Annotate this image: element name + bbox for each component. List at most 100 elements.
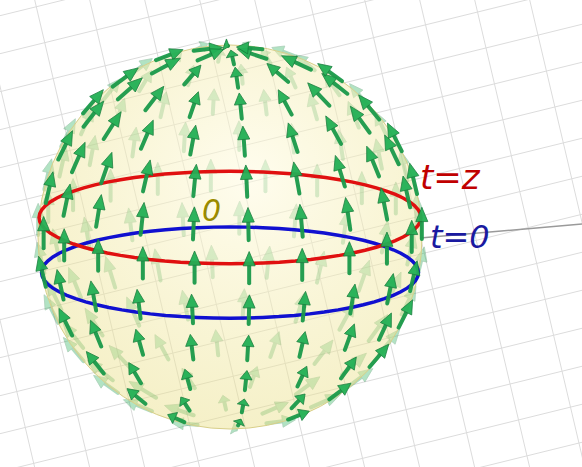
label-holder: 0 (202, 196, 221, 226)
arrow-head (59, 308, 70, 323)
vector-arrow (236, 42, 262, 54)
vector-arrow (231, 67, 243, 88)
vector-arrow (295, 204, 307, 236)
arrow-head (242, 207, 254, 222)
arrow-head (209, 49, 223, 60)
sphere (38, 45, 422, 429)
vector-arrow (86, 352, 103, 374)
arrow-head (408, 261, 420, 276)
vector-arrow (84, 101, 104, 127)
vector-arrow (188, 207, 200, 240)
grid-line (0, 0, 40, 467)
vector-arrow (189, 164, 201, 196)
vector-arrow (38, 216, 50, 248)
arrow-head (287, 123, 298, 138)
vector-arrow (137, 202, 149, 234)
arrow-head (189, 92, 200, 105)
arrow-head (406, 220, 418, 234)
vector-arrow (329, 383, 351, 399)
vector-arrow (344, 324, 355, 350)
arrow-head (326, 116, 338, 131)
vector-arrow (58, 229, 70, 261)
vector-arrow (400, 176, 412, 207)
vector-arrow (180, 397, 190, 411)
arrow-head (238, 126, 250, 140)
level-label: t=z (420, 160, 480, 194)
vector-arrow (287, 123, 298, 152)
vector-arrow (381, 232, 393, 264)
arrow-head (133, 289, 145, 303)
arrow-head (180, 397, 190, 406)
arrow-head (416, 207, 428, 221)
arrow-head (308, 83, 322, 97)
vector-arrow (334, 155, 345, 186)
vector-arrow (297, 332, 309, 357)
arrow-head (243, 295, 255, 308)
grid-line (580, 0, 582, 467)
vector-arrow (90, 320, 101, 346)
arrow-head (359, 95, 373, 110)
vector-arrow (133, 289, 145, 318)
arrow-head (343, 242, 355, 256)
vector-arrow (318, 64, 342, 82)
arrow-head (223, 39, 230, 50)
vector-arrow (127, 389, 145, 404)
vector-arrow (347, 284, 359, 313)
arrow-head (44, 172, 56, 187)
vector-arrow (242, 335, 254, 360)
vector-arrow (379, 313, 391, 340)
vector-arrow (278, 90, 291, 115)
vector-arrow (240, 370, 252, 390)
vector-arrow (237, 399, 249, 412)
arrow-head (90, 101, 104, 116)
arrow-head (54, 270, 66, 285)
arrow-head (74, 142, 85, 158)
arrow-head (101, 152, 112, 168)
arrow-head (226, 50, 238, 58)
arrow-head (345, 357, 357, 370)
arrow-head (350, 106, 363, 121)
arrow-head (281, 56, 297, 68)
vector-arrow (385, 274, 397, 304)
arrow-head (189, 164, 201, 179)
arrow-head (297, 332, 309, 345)
vector-arrow (342, 198, 354, 230)
vector-arrow (36, 256, 48, 287)
arrow-head (189, 65, 201, 78)
vector-arrow (359, 95, 380, 120)
arrow-head (400, 176, 412, 191)
arrow-head (298, 291, 310, 305)
arrow-head (151, 86, 164, 100)
grid-line (0, 428, 582, 467)
arrow-head (376, 344, 389, 358)
vector-arrow (288, 409, 309, 420)
vector-arrow (370, 344, 389, 367)
vector-arrow (234, 93, 246, 119)
vector-arrow (407, 163, 419, 194)
arrow-head (36, 256, 48, 271)
grid-line (0, 0, 582, 28)
arrow-head (242, 335, 254, 347)
arrow-head (295, 394, 305, 405)
vector-arrow (326, 116, 341, 144)
label-holder: t=z (420, 160, 480, 194)
arrow-head (237, 399, 249, 406)
arrow-head (87, 281, 99, 295)
front-arrows (36, 39, 428, 426)
arrow-head (127, 78, 142, 92)
arrow-head (342, 198, 354, 213)
vector-arrow (267, 63, 288, 81)
arrow-head (236, 42, 248, 54)
vector-arrow (189, 92, 200, 117)
arrow-head (407, 163, 419, 178)
arrow-head (290, 162, 302, 177)
vector-arrow (238, 126, 250, 156)
vector-arrow (181, 369, 193, 389)
arrow-head (297, 366, 308, 378)
vector-arrow (168, 412, 185, 423)
vector-arrow (92, 239, 104, 271)
vector-arrow (243, 295, 255, 324)
arrow-head (168, 412, 178, 423)
vector-arrow (141, 120, 153, 149)
level-circles (39, 171, 421, 318)
